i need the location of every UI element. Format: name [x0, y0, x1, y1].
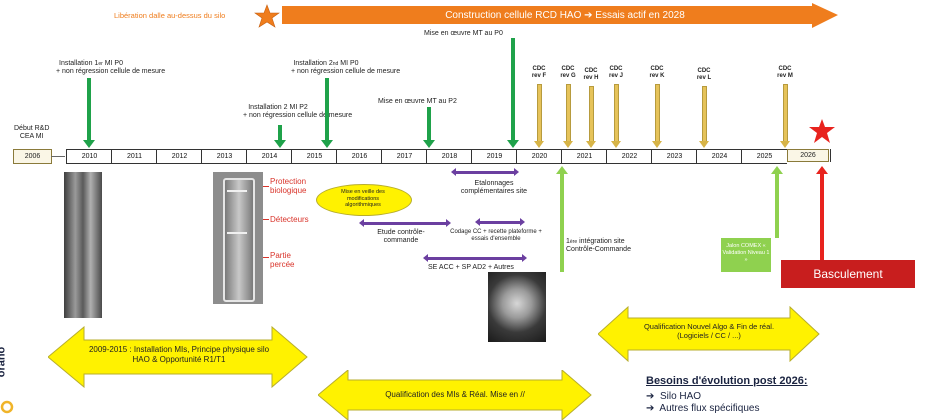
year-cell: 2014 [246, 149, 292, 164]
codage-label: Codage CC + recette plateforme + essais … [450, 229, 542, 242]
construction-label: Construction cellule RCD HAO ➔ Essais ac… [445, 10, 685, 21]
install-1st-mi-label: Installation 1er MI P0 + non régression … [56, 60, 166, 75]
jalon-box [721, 238, 771, 272]
basculement-badge: Basculement [781, 260, 915, 288]
detecteurs-label: Détecteurs [270, 215, 309, 224]
photo-instrument-rod [64, 172, 102, 318]
bar-etude-cc [359, 219, 451, 227]
install-2nd-mi-label: Installation 2nd MI P0 + non régression … [291, 60, 401, 75]
year-cell: 2012 [156, 149, 202, 164]
year-cell: 2011 [111, 149, 157, 164]
se-acc-label: SE ACC + SP AD2 + Autres [428, 264, 514, 271]
green-up-arrow-2025 [771, 166, 783, 238]
etude-label: Etude contrôle-commande [377, 229, 425, 244]
cdc-arrow [586, 86, 596, 148]
phase3-label: Qualification Nouvel Algo & Fin de réal.… [643, 322, 775, 340]
red-up-arrow-2026 [816, 166, 828, 262]
phase1-double-arrow [48, 326, 308, 388]
bar-se-acc [423, 254, 527, 262]
top-edge [0, 0, 933, 2]
year-cell: 2016 [336, 149, 382, 164]
protection-label: Protection biologique [270, 177, 307, 195]
year-cell: 2024 [696, 149, 742, 164]
year-cell: 2018 [426, 149, 472, 164]
mes-p0-label: Mise en œuvre MT au P0 [424, 30, 503, 37]
cdc-arrow [780, 84, 790, 148]
photo-equipment-top [488, 272, 546, 342]
year-cell: 2020 [516, 149, 562, 164]
cdc-arrow [563, 84, 573, 148]
bar-etalonnages [451, 168, 519, 176]
veille-ellipse [316, 184, 412, 216]
year-cell: 2025 [741, 149, 787, 164]
arrow-right-icon: ➔ [646, 391, 655, 402]
bar-codage [475, 218, 525, 226]
besoins-item: ➔ Autres flux spécifiques [646, 403, 760, 414]
year-cell: 2021 [561, 149, 607, 164]
arrow-right-icon: ➔ [646, 403, 655, 414]
red-star-icon [809, 119, 835, 143]
year-cell: 2022 [606, 149, 652, 164]
construction-arrow [282, 3, 838, 28]
besoins-title: Besoins d'évolution post 2026: [646, 375, 808, 387]
cdc-arrow [611, 84, 621, 148]
phase2-double-arrow [318, 370, 592, 420]
partie-label: Partie percée [270, 251, 295, 269]
etalonnages-label: Etalonnages complémentaires site [460, 180, 528, 195]
photo-silo-diagram [213, 172, 263, 304]
install-2-mi-p2-label: Installation 2 MI P2 + non régression ce… [243, 104, 353, 119]
year-cell: 2010 [66, 149, 112, 164]
green-arrow-2017 [423, 107, 435, 148]
integration-label: 1ère intégration site Contrôle-Commande [566, 238, 631, 253]
besoins-item: ➔ Silo HAO [646, 391, 702, 402]
phase1-label: 2009-2015 : Installation MIs, Principe p… [88, 345, 270, 364]
green-up-arrow-2020 [556, 166, 568, 272]
year-cell: 2013 [201, 149, 247, 164]
mes-p2-label: Mise en œuvre MT au P2 [378, 98, 457, 105]
besoins-list: ➔ Silo HAO ➔ Autres flux spécifiques [646, 391, 759, 415]
start-year-box: 2006 [13, 149, 52, 164]
orano-circle-icon [0, 400, 14, 414]
green-arrow-2010 [83, 78, 95, 148]
veille-label: Mise en veille des modifications algorit… [341, 189, 385, 208]
liberation-label: Libération dalle au-dessus du silo [114, 11, 226, 20]
cdc-arrow [652, 84, 662, 148]
jalon-label: Jalon COMEX « Validation Niveau 1 » [722, 243, 770, 263]
phase2-label: Qualification des MIs & Réal. Mise en // [385, 390, 525, 399]
year-2026: 2026 [800, 152, 816, 159]
phase3-double-arrow [598, 306, 820, 362]
cdc-arrow [534, 84, 544, 148]
cdc-arrow [699, 86, 709, 148]
year-cell: 2023 [651, 149, 697, 164]
year-cell: 2019 [471, 149, 517, 164]
year-2026-highlight [787, 149, 829, 162]
orano-logo: orano [0, 326, 14, 420]
green-arrow-2014 [274, 125, 286, 148]
green-arrow-2019 [507, 38, 519, 148]
green-arrow-2015 [321, 78, 333, 148]
orange-star-icon [254, 4, 280, 28]
year-cell: 2015 [291, 149, 337, 164]
year-cell: 2017 [381, 149, 427, 164]
